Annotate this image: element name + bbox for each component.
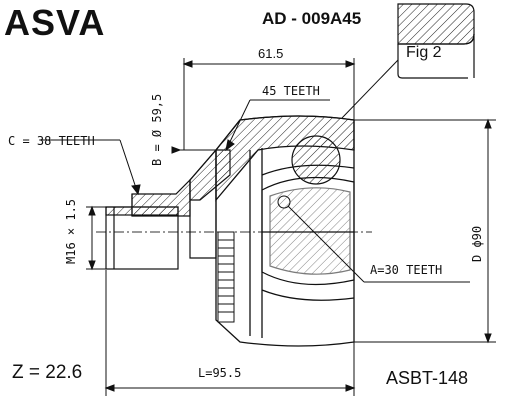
dimension-lines [40,58,496,396]
dim-thread: M16 × 1.5 [64,198,78,264]
inner-race [261,135,355,286]
fig-label: Fig 2 [406,44,442,61]
label-teeth-a: A=30 TEETH [370,263,443,277]
dim-width-top: 61.5 [258,46,284,61]
brand-logo-text: ASVA [4,2,106,43]
dim-diameter-b: B = Ø 59,5 [150,93,164,166]
dim-diameter-d: D ϕ90 [470,225,484,262]
asva-code: ASBT-148 [386,368,469,388]
part-number: AD - 009A45 [262,9,362,28]
abs-ring [217,231,235,323]
dim-length-l: L=95.5 [198,366,242,380]
fig2-inset [397,3,475,79]
label-teeth-c: C = 38 TEETH [8,134,95,148]
label-teeth-outer: 45 TEETH [262,84,320,98]
z-value: Z = 22.6 [12,362,83,383]
splined-shaft [131,178,191,217]
